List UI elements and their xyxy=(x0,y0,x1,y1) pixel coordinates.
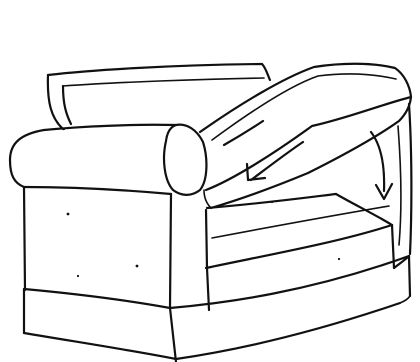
seat-deck xyxy=(206,194,392,268)
chair-base xyxy=(24,104,411,362)
arrow-lift-cushion-icon xyxy=(224,121,303,180)
arrow-lower-cushion-icon xyxy=(371,132,392,199)
lifted-seat-cushion xyxy=(200,64,411,208)
fabric-texture-dots xyxy=(67,201,341,277)
backrest xyxy=(48,64,270,129)
left-arm xyxy=(10,125,206,195)
